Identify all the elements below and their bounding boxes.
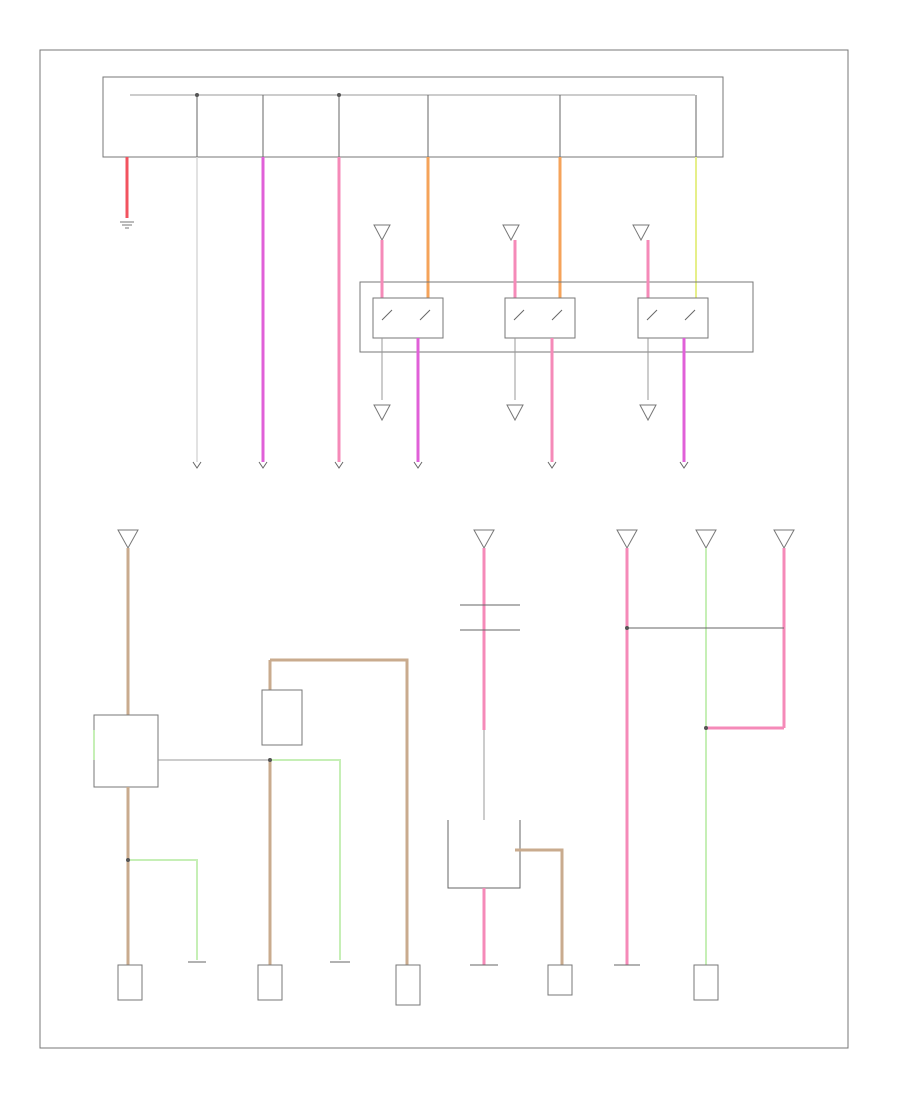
bottom-components-left [117,961,421,1006]
fuse-group [195,93,697,157]
relay-group-2 [502,224,576,462]
relay-group-1 [372,224,444,462]
front-ptc-heater [117,964,143,1001]
power-distribution-box [102,76,724,158]
heated-seat-switch [395,964,421,1006]
diagram-frame [39,49,849,1049]
passenger-airbag-indicator [693,964,719,1001]
connector-arrows-top [192,461,689,469]
ground-symbol [120,221,134,229]
top-wires [125,157,697,462]
rear-ptc-heater [257,964,283,1001]
lower-center-circuit [447,529,573,996]
lower-left-circuit [93,529,409,965]
lower-right-circuit [614,529,795,1001]
fuel-door [547,964,573,996]
relay-group-3 [632,224,709,462]
relay-module-box [359,281,754,353]
